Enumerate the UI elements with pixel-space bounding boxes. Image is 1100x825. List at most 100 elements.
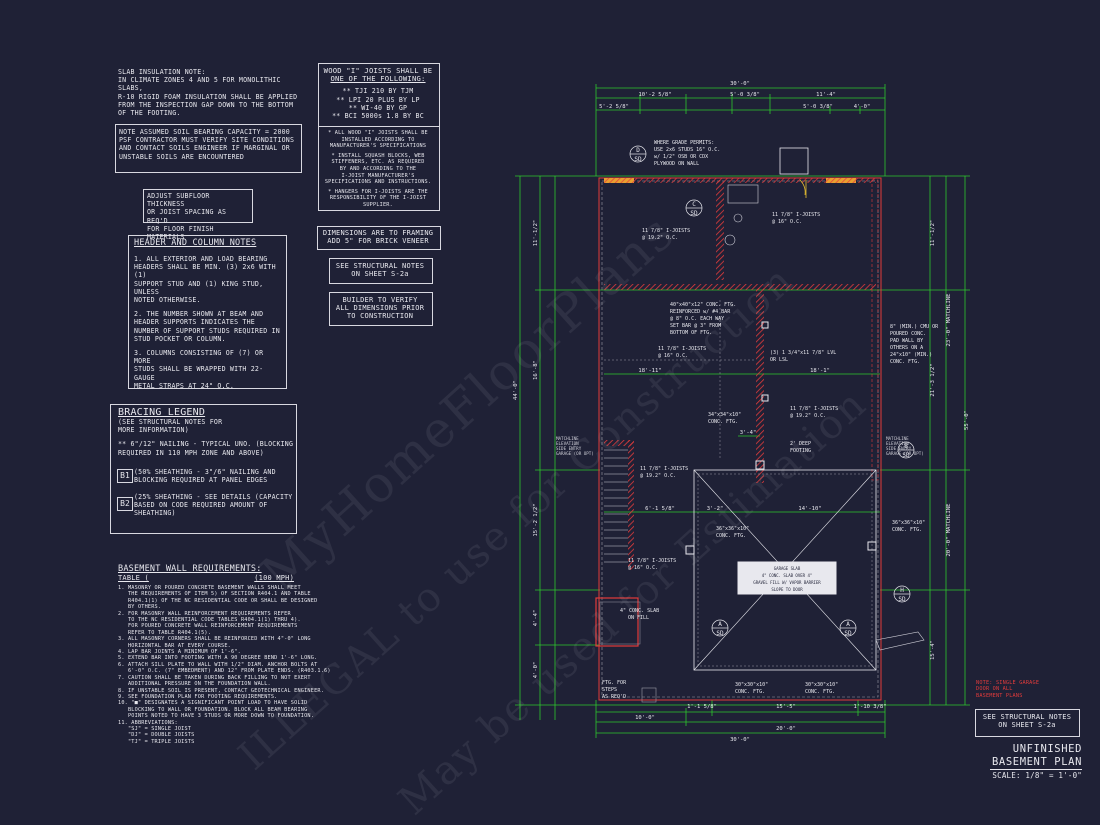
header-column-notes-box: [128, 235, 287, 389]
dim-int-5: 3'-2": [707, 506, 724, 512]
deep-footing-2: FOOTING: [790, 448, 811, 454]
dim-int-3: 3'-4": [740, 430, 757, 436]
dim-right-1: 11'-1/2": [930, 220, 936, 247]
joist-1b: @ 19.2" O.C.: [642, 235, 678, 241]
dim-int-4: 6'-1 5/8": [645, 506, 675, 512]
joist-3a: 11 7/8" I-JOISTS: [658, 346, 706, 352]
ftg-36-left-1: 36"x36"x10": [716, 526, 749, 532]
ftg-30b-1: 30"x30"x10": [805, 682, 838, 688]
basement-title: BASEMENT WALL REQUIREMENTS:: [118, 564, 262, 574]
slab-1: 4" CONC. SLAB: [620, 608, 659, 614]
framing-dims-box: [317, 226, 441, 250]
basement-item: BLOCKING TO WALL OR FOUNDATION. BLOCK AL…: [118, 706, 308, 713]
dim-right-3: 21'-3 1/2": [930, 363, 936, 396]
bracing-legend: BRACING LEGEND (SEE STRUCTURAL NOTES FOR…: [118, 407, 294, 457]
grade-note-4: PLYWOOD ON WALL: [654, 161, 699, 167]
dim-top-4: 5'-2 5/8": [599, 104, 629, 110]
right-wall-3: PAD WALL BY: [890, 338, 923, 344]
joist-4a: 11 7/8" I-JOISTS: [790, 406, 838, 412]
marker-a2-letter: A: [846, 621, 850, 628]
joist-6b: @ 16" O.C.: [628, 565, 658, 571]
basement-item: 4. LAP BAR JOINTS A MINIMUM OF 1'-6".: [118, 649, 241, 656]
garage-block-4: SLOPE TO DOOR: [771, 587, 803, 592]
dim-int-6: 14'-10": [798, 506, 821, 512]
marker-a1-sheet: SD: [716, 630, 724, 637]
garage-block-2: 4" CONC. SLAB OVER 4": [762, 573, 813, 578]
basement-item: 3. ALL MASONRY CORNERS SHALL BE REINFORC…: [118, 636, 311, 643]
dim-left-1: 11'-1/2": [533, 220, 539, 247]
builder-verify-note: BUILDER TO VERIFY ALL DIMENSIONS PRIOR T…: [335, 296, 425, 321]
dim-bottom-4: 15'-5": [776, 704, 796, 710]
dim-bottom-3: 1'-1 5/8": [687, 704, 717, 710]
basement-item: BY OTHERS.: [118, 604, 162, 611]
basement-item: "TJ" = TRIPLE JOISTS: [118, 738, 195, 745]
basement-mph: (100 MPH): [254, 574, 294, 582]
title-scale: SCALE: 1/8" = 1'-0": [992, 771, 1082, 780]
conc-ftg-40-5: BOTTOM OF FTG.: [670, 330, 712, 336]
walls: [595, 147, 925, 703]
dim-bottom-5: 1'-10 3/8": [853, 704, 886, 710]
basement-item: TO THE NC RESIDENTIAL CODE TABLES R404.1…: [118, 617, 301, 624]
joist-6a: 11 7/8" I-JOISTS: [628, 558, 676, 564]
ftg-36-right-1: 36"x36"x10": [892, 520, 925, 526]
dim-top-6: 4'-0": [854, 104, 871, 110]
ijoist-install-notes: * ALL WOOD "I" JOISTS SHALL BE INSTALLED…: [324, 130, 432, 208]
b2-tag: B2: [117, 497, 133, 511]
dim-right-2: 23'-0" MATCHLINE: [946, 294, 952, 347]
conc-ftg-40-4: SET BAR @ 3" FROM: [670, 323, 721, 329]
subfloor-box: [143, 189, 253, 223]
ftg-steps-1: FTG. FOR: [602, 680, 627, 686]
marker-h-sheet: SD: [898, 596, 906, 603]
marker-a1-letter: A: [718, 621, 722, 628]
slab-insulation-note: SLAB INSULATION NOTE: IN CLIMATE ZONES 4…: [118, 68, 298, 118]
matchline-left-3: SIDE ENTRY: [556, 446, 582, 451]
ftg-steps-2: STEPS: [602, 687, 617, 693]
bracing-legend-title: BRACING LEGEND: [118, 407, 206, 418]
subfloor-note: ADJUST SUBFLOOR THICKNESS OR JOIST SPACI…: [147, 192, 227, 242]
header-notes-title: HEADER AND COLUMN NOTES: [134, 238, 257, 248]
basement-item: 1. MASONRY OR POURED CONCRETE BASEMENT W…: [118, 585, 301, 591]
grade-note-1: WHERE GRADE PERMITS:: [654, 140, 714, 146]
conc-ftg-40-1: 40"x40"x12" CONC. FTG.: [670, 302, 736, 308]
ftg-36-right-2: CONC. FTG.: [892, 527, 922, 533]
lvl-1: (3) 1 3/4"x11 7/8" LVL: [770, 350, 836, 356]
basement-item: REFER TO TABLE R404.1(5).: [118, 629, 212, 636]
framing-dims-note: DIMENSIONS ARE TO FRAMING ADD 5" FOR BRI…: [322, 229, 434, 246]
dim-right-overall: 55'-0": [964, 410, 970, 430]
grade-note-2: USE 2x6 STUDS 16" O.C.: [654, 147, 720, 153]
marker-a2-sheet: SD: [844, 630, 852, 637]
basement-item: R404.1(1) OF THE NC RESIDENTIAL CODE OR …: [118, 597, 318, 604]
joist-3b: @ 16" O.C.: [658, 353, 688, 359]
lvl-2: OR LSL: [770, 357, 788, 363]
right-wall-4: OTHERS ON A: [890, 345, 923, 351]
basement-item: HORIZONTAL BAR AT EVERY COURSE.: [118, 642, 231, 649]
joist-4b: @ 19.2" O.C.: [790, 413, 826, 419]
dim-bottom-2: 20'-0": [776, 726, 796, 732]
basement-item: ADDITIONAL PRESSURE ON THE FOUNDATION WA…: [118, 681, 271, 688]
right-wall-2: POURED CONC.: [890, 331, 926, 337]
conc-ftg-34-1: 34"x34"x10": [708, 412, 741, 418]
ftg-30b-2: CONC. FTG.: [805, 689, 835, 695]
deep-footing-1: 2' DEEP: [790, 441, 811, 447]
basement-item: 9. SEE FOUNDATION PLAN FOR FOOTING REQUI…: [118, 693, 278, 700]
marker-d-sheet: SD: [634, 156, 642, 163]
structural-notes-center: SEE STRUCTURAL NOTES ON SHEET S-2a: [335, 262, 425, 279]
soil-bearing-box: [115, 124, 302, 173]
structural-notes-right-box: [975, 709, 1080, 737]
title-block: UNFINISHED BASEMENT PLAN SCALE: 1/8" = 1…: [990, 743, 1082, 781]
dim-bottom-1: 10'-0": [635, 715, 655, 721]
builder-verify-box: [329, 292, 433, 326]
joist-1a: 11 7/8" I-JOISTS: [642, 228, 690, 234]
basement-item: POINTS NOTED TO HAVE 3 STUDS OR MORE DOW…: [118, 713, 315, 720]
marker-d-letter: D: [636, 147, 640, 154]
ftg-steps-3: AS REQ'D: [602, 694, 626, 700]
dim-left-4: 4'-4": [533, 610, 539, 627]
ijoist-divider: [318, 126, 439, 127]
dim-right-5: 15'-4": [930, 640, 936, 660]
ftg-30a-2: CONC. FTG.: [735, 689, 765, 695]
basement-item: "SJ" = SINGLE JOIST: [118, 725, 192, 732]
slab-2: ON FILL: [628, 615, 649, 621]
marker-c-letter: C: [692, 201, 696, 208]
right-wall-5: 24"x10" (MIN.): [890, 352, 932, 358]
